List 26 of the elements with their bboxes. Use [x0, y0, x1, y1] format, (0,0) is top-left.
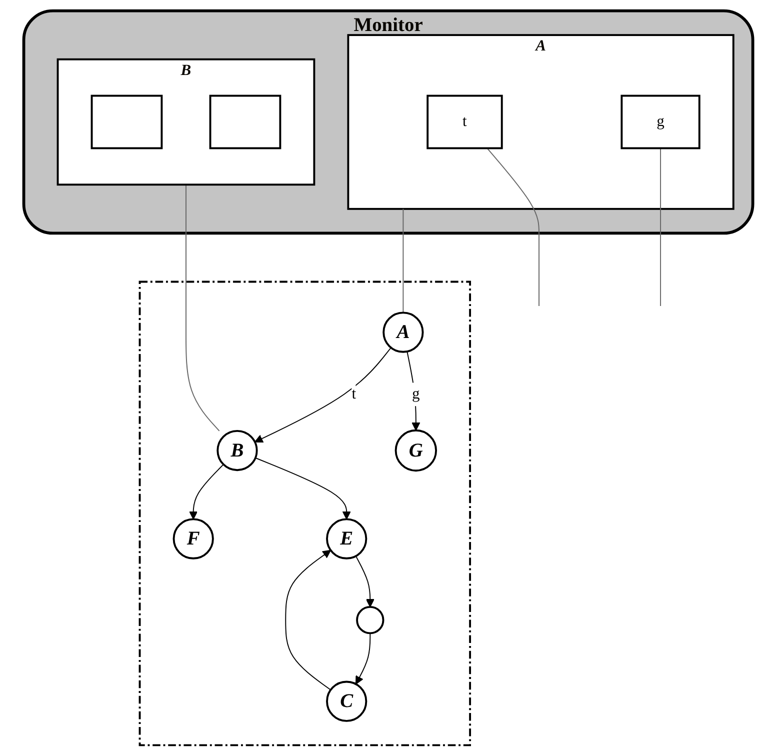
arrow — [355, 632, 370, 684]
node-box — [90, 94, 162, 149]
arrow — [254, 346, 392, 442]
connector — [660, 147, 661, 306]
node-box — [209, 94, 281, 149]
edge-label: g — [412, 385, 420, 402]
connector — [402, 208, 404, 313]
node-circle — [356, 605, 384, 634]
node-box: g — [620, 94, 700, 149]
node-circle: G — [394, 428, 437, 472]
node-circle: A — [382, 311, 424, 352]
cluster — [138, 280, 471, 746]
node-circle: F — [172, 518, 214, 559]
node-circle: C — [326, 680, 367, 722]
node-box: t — [426, 94, 503, 149]
cluster: B — [56, 58, 315, 186]
arrow — [188, 463, 224, 520]
connector — [185, 184, 220, 431]
arrow — [355, 555, 374, 607]
arrow — [406, 350, 420, 430]
edge-label: t — [351, 385, 356, 402]
arrow — [254, 456, 351, 520]
node-circle: B — [216, 429, 258, 471]
node-circle: E — [326, 518, 367, 559]
connector — [486, 147, 540, 306]
arrow — [284, 549, 331, 690]
